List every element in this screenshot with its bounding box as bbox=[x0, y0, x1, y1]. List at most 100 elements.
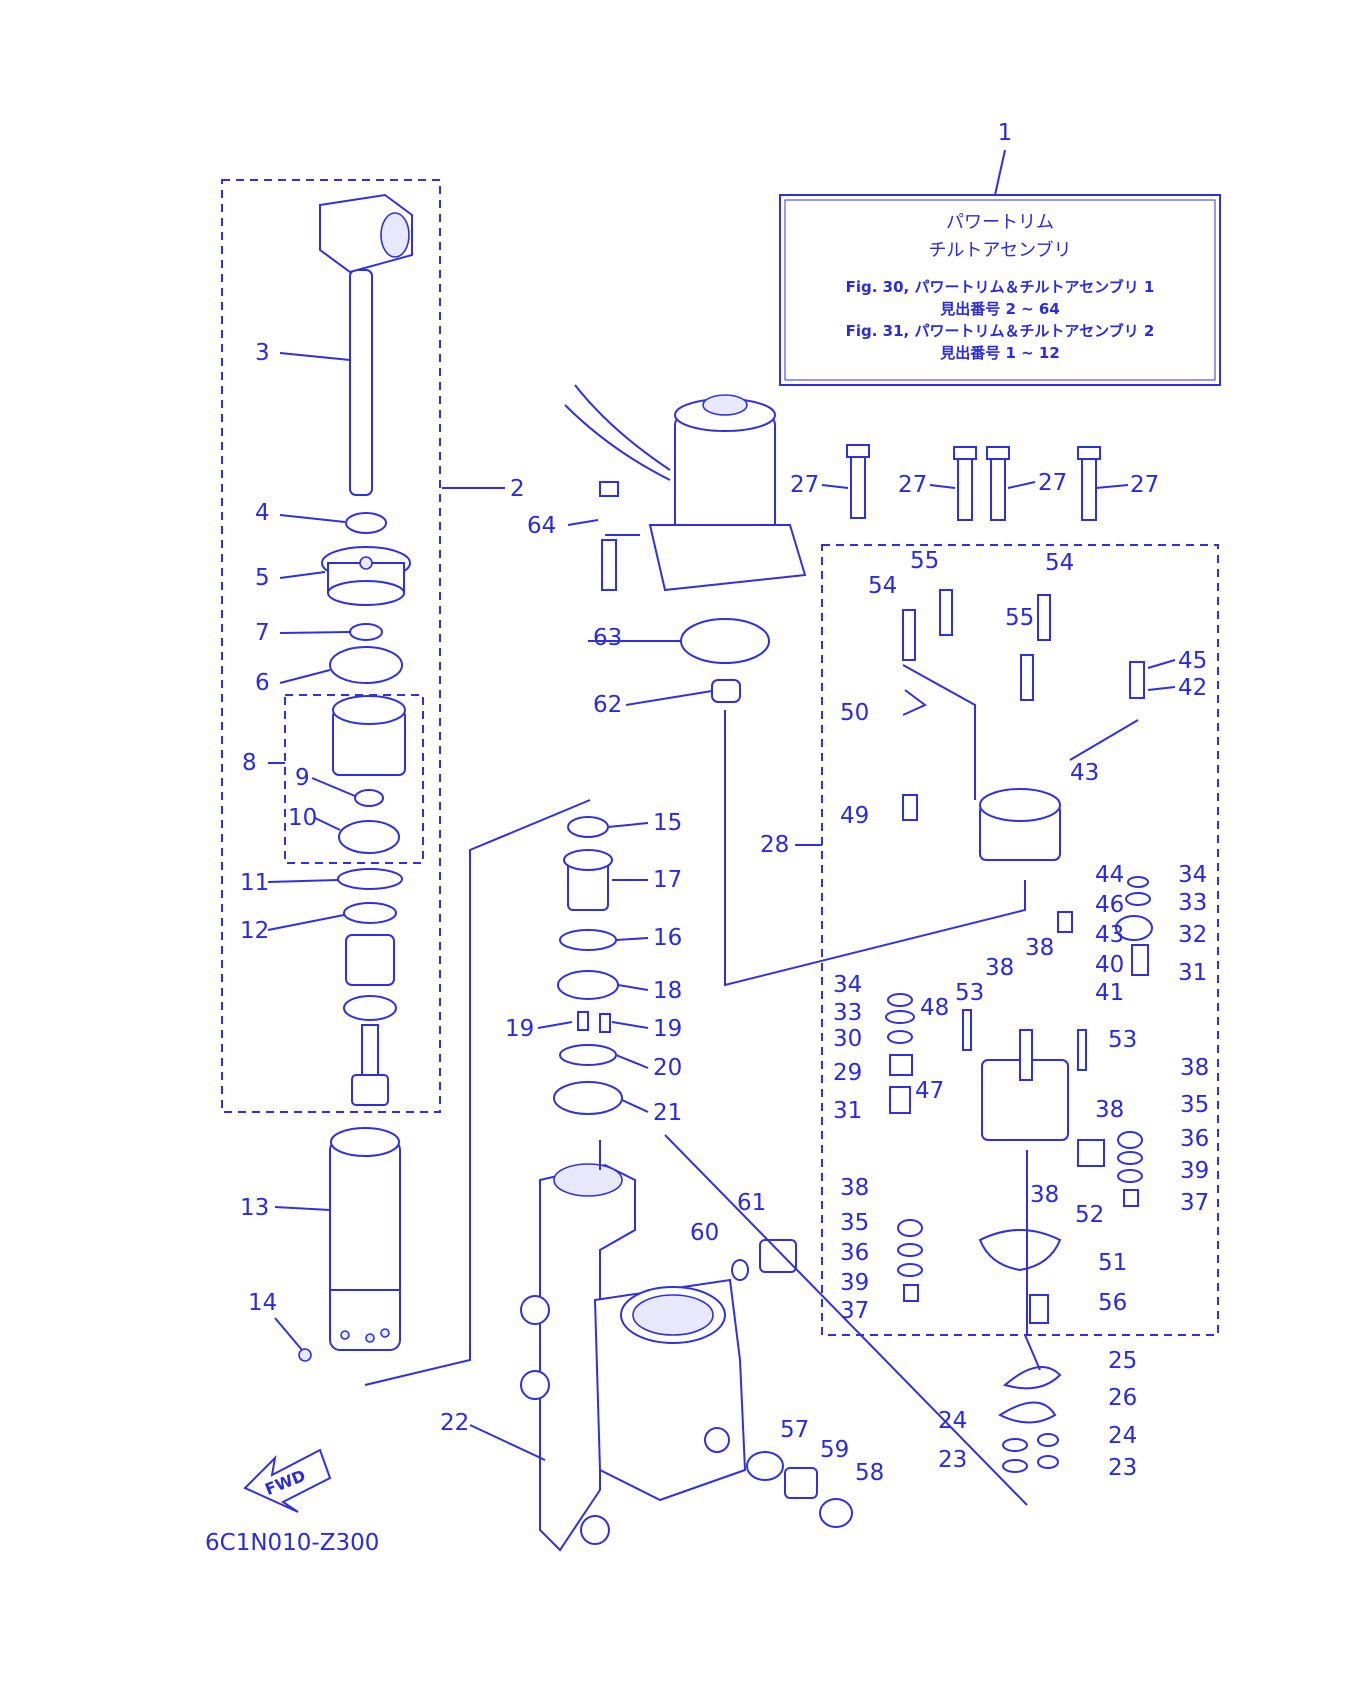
callout-47: 47 bbox=[915, 1078, 944, 1104]
part-62 bbox=[711, 679, 741, 703]
callout-50: 50 bbox=[840, 700, 869, 726]
bolts-27 bbox=[846, 444, 1101, 521]
reference-box: 1 パワートリム チルトアセンブリ Fig. 30, パワートリム＆チルトアセン… bbox=[779, 120, 1221, 386]
callout-35a: 35 bbox=[840, 1210, 869, 1236]
callout-38e: 38 bbox=[1095, 1097, 1124, 1123]
callout-16: 16 bbox=[653, 925, 682, 951]
callout-17: 17 bbox=[653, 867, 682, 893]
callout-2: 2 bbox=[510, 476, 525, 502]
callout-14: 14 bbox=[248, 1290, 277, 1316]
callout-21: 21 bbox=[653, 1100, 682, 1126]
callout-62: 62 bbox=[593, 692, 622, 718]
callout-48: 48 bbox=[920, 995, 949, 1021]
fwd-arrow-icon: FWD bbox=[243, 1448, 332, 1513]
callout-53a: 53 bbox=[955, 980, 984, 1006]
callout-38f: 38 bbox=[1030, 1182, 1059, 1208]
callout-39a: 39 bbox=[840, 1270, 869, 1296]
callout-15: 15 bbox=[653, 810, 682, 836]
callout-8: 8 bbox=[242, 750, 257, 776]
center-stack-15-21 bbox=[553, 816, 623, 1115]
callout-41: 41 bbox=[1095, 980, 1124, 1006]
box-ref2-range: 見出番号 1 ~ 12 bbox=[939, 344, 1060, 362]
callout-43b: 43 bbox=[1095, 922, 1124, 948]
callout-46: 46 bbox=[1095, 892, 1124, 918]
callout-37b: 37 bbox=[1180, 1190, 1209, 1216]
callout-38d: 38 bbox=[1180, 1055, 1209, 1081]
small-parts-right bbox=[885, 876, 1153, 1473]
parts-57-61 bbox=[731, 1239, 853, 1528]
callout-18: 18 bbox=[653, 978, 682, 1004]
callout-51: 51 bbox=[1098, 1250, 1127, 1276]
callout-38b: 38 bbox=[985, 955, 1014, 981]
callout-31a: 31 bbox=[833, 1098, 862, 1124]
callout-49: 49 bbox=[840, 803, 869, 829]
callout-59: 59 bbox=[820, 1437, 849, 1463]
callout-42: 42 bbox=[1178, 675, 1207, 701]
callout-33b: 33 bbox=[1178, 890, 1207, 916]
callout-13: 13 bbox=[240, 1195, 269, 1221]
callout-11: 11 bbox=[240, 870, 269, 896]
group-box-28 bbox=[821, 544, 1219, 1336]
callout-44: 44 bbox=[1095, 862, 1124, 888]
callout-24a: 24 bbox=[938, 1408, 967, 1434]
connection-lines bbox=[364, 534, 1139, 1506]
callout-4: 4 bbox=[255, 500, 270, 526]
callout-24b: 24 bbox=[1108, 1423, 1137, 1449]
box-ref1-range: 見出番号 2 ~ 64 bbox=[939, 300, 1060, 318]
callout-56: 56 bbox=[1098, 1290, 1127, 1316]
callout-27b: 27 bbox=[898, 472, 927, 498]
callout-10: 10 bbox=[288, 805, 317, 831]
callout-37a: 37 bbox=[840, 1298, 869, 1324]
callout-33a: 33 bbox=[833, 1000, 862, 1026]
callouts: 2 3 4 5 6 7 8 9 10 11 12 13 14 15 16 17 … bbox=[240, 340, 1209, 1486]
o-ring-63 bbox=[680, 618, 770, 664]
callout-5: 5 bbox=[255, 565, 270, 591]
callout-43a: 43 bbox=[1070, 760, 1099, 786]
callout-36a: 36 bbox=[840, 1240, 869, 1266]
box-title-line2: チルトアセンブリ bbox=[928, 239, 1071, 261]
leader-lines bbox=[267, 352, 1176, 1461]
callout-7: 7 bbox=[255, 620, 270, 646]
callout-20: 20 bbox=[653, 1055, 682, 1081]
callout-38a: 38 bbox=[840, 1175, 869, 1201]
callout-1: 1 bbox=[998, 120, 1013, 146]
valve-body-lower bbox=[978, 1029, 1069, 1272]
callout-27d: 27 bbox=[1130, 472, 1159, 498]
callout-38c: 38 bbox=[1025, 935, 1054, 961]
callout-23a: 23 bbox=[938, 1447, 967, 1473]
callout-39b: 39 bbox=[1180, 1158, 1209, 1184]
callout-12: 12 bbox=[240, 918, 269, 944]
callout-25: 25 bbox=[1108, 1348, 1137, 1374]
tilt-rod-part-3 bbox=[319, 193, 413, 496]
callout-54a: 54 bbox=[868, 573, 897, 599]
callout-63: 63 bbox=[593, 625, 622, 651]
callout-19a: 19 bbox=[505, 1016, 534, 1042]
callout-64: 64 bbox=[527, 513, 556, 539]
callout-34b: 34 bbox=[1178, 862, 1207, 888]
callout-9: 9 bbox=[295, 765, 310, 791]
callout-58: 58 bbox=[855, 1460, 884, 1486]
callout-36b: 36 bbox=[1180, 1126, 1209, 1152]
parts-4-7 bbox=[321, 512, 411, 684]
callout-26: 26 bbox=[1108, 1385, 1137, 1411]
box-title-line1: パワートリム bbox=[946, 212, 1054, 233]
cylinder-part-13 bbox=[298, 1127, 401, 1362]
callout-54b: 54 bbox=[1045, 550, 1074, 576]
callout-45: 45 bbox=[1178, 648, 1207, 674]
box-ref2-line: Fig. 31, パワートリム＆チルトアセンブリ 2 bbox=[846, 322, 1155, 340]
callout-61: 61 bbox=[737, 1190, 766, 1216]
callout-55a: 55 bbox=[910, 548, 939, 574]
callout-57: 57 bbox=[780, 1417, 809, 1443]
electric-motor bbox=[564, 384, 807, 592]
callout-27a: 27 bbox=[790, 472, 819, 498]
callout-55b: 55 bbox=[1005, 605, 1034, 631]
housing-part-22 bbox=[520, 1163, 747, 1552]
group-box-2 bbox=[221, 179, 441, 1113]
callout-31b: 31 bbox=[1178, 960, 1207, 986]
callout-19b: 19 bbox=[653, 1016, 682, 1042]
callout-34a: 34 bbox=[833, 972, 862, 998]
callout-23b: 23 bbox=[1108, 1455, 1137, 1481]
callout-30: 30 bbox=[833, 1026, 862, 1052]
box-ref1-line: Fig. 30, パワートリム＆チルトアセンブリ 1 bbox=[846, 278, 1155, 296]
